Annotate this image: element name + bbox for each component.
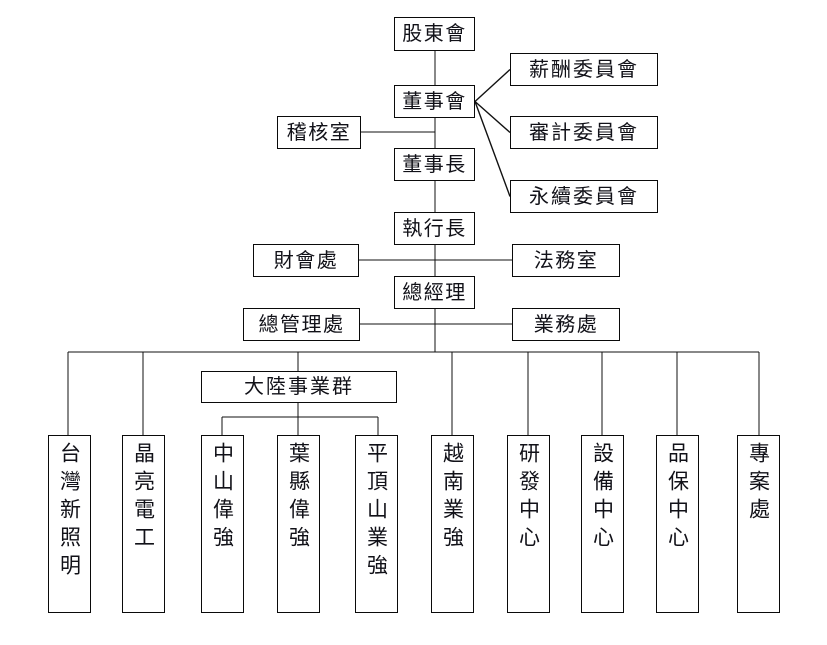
node-label: 財會處 — [273, 249, 339, 272]
node-ceo[interactable]: 執行長 — [394, 212, 475, 245]
leaf-node-yexian-weiqiang[interactable]: 葉縣偉強 — [277, 435, 320, 613]
node-label: 董事長 — [402, 153, 467, 176]
node-label: 審計委員會 — [529, 121, 639, 144]
node-finance-department[interactable]: 財會處 — [253, 244, 359, 277]
node-label: 法務室 — [533, 249, 599, 272]
node-sustainability-committee[interactable]: 永續委員會 — [510, 180, 658, 213]
node-label: 晶亮電工 — [131, 442, 156, 554]
leaf-node-equipment-center[interactable]: 設備中心 — [581, 435, 624, 613]
node-compensation-committee[interactable]: 薪酬委員會 — [510, 53, 658, 86]
leaf-node-rd-center[interactable]: 研發中心 — [507, 435, 550, 613]
node-sales-department[interactable]: 業務處 — [512, 308, 620, 341]
node-label: 研發中心 — [516, 442, 541, 554]
leaf-node-qa-center[interactable]: 品保中心 — [656, 435, 699, 613]
node-label: 董事會 — [402, 90, 467, 113]
node-audit-office[interactable]: 稽核室 — [277, 116, 361, 149]
node-board-of-directors[interactable]: 董事會 — [394, 85, 475, 118]
leaf-node-jingliang-electric[interactable]: 晶亮電工 — [122, 435, 165, 613]
node-label: 越南業強 — [440, 442, 465, 554]
leaf-node-zhongshan-weiqiang[interactable]: 中山偉強 — [201, 435, 244, 613]
node-audit-committee[interactable]: 審計委員會 — [510, 116, 658, 149]
node-chairman[interactable]: 董事長 — [394, 148, 475, 181]
node-label: 葉縣偉強 — [286, 442, 311, 554]
edge-board-to-audit-committee — [474, 100, 511, 134]
node-legal-office[interactable]: 法務室 — [512, 244, 620, 277]
node-shareholders-meeting[interactable]: 股東會 — [394, 17, 475, 51]
node-label: 平頂山業強 — [364, 442, 389, 582]
node-label: 永續委員會 — [529, 185, 639, 208]
node-label: 薪酬委員會 — [529, 58, 639, 81]
node-label: 設備中心 — [590, 442, 615, 554]
node-label: 台灣新照明 — [57, 442, 82, 582]
node-label: 品保中心 — [665, 442, 690, 554]
node-label: 中山偉強 — [210, 442, 235, 554]
edge-board-to-compensation-committee — [474, 68, 511, 103]
node-label: 總管理處 — [258, 313, 345, 336]
edge-board-to-sustainability-committee — [474, 101, 511, 197]
leaf-node-project-dept[interactable]: 專案處 — [737, 435, 780, 613]
leaf-node-taiwan-new-lighting[interactable]: 台灣新照明 — [48, 435, 91, 613]
node-china-business-group[interactable]: 大陸事業群 — [201, 371, 397, 403]
node-label: 專案處 — [746, 442, 771, 526]
node-label: 稽核室 — [286, 121, 352, 144]
node-label: 總經理 — [402, 281, 467, 304]
node-label: 業務處 — [533, 313, 599, 336]
node-general-administration[interactable]: 總管理處 — [243, 308, 360, 341]
leaf-node-vietnam-yeqiang[interactable]: 越南業強 — [431, 435, 474, 613]
node-label: 執行長 — [402, 217, 467, 240]
node-label: 大陸事業群 — [244, 376, 354, 398]
node-label: 股東會 — [402, 23, 467, 45]
node-president[interactable]: 總經理 — [394, 276, 475, 309]
leaf-node-pingdingshan-yeqiang[interactable]: 平頂山業強 — [355, 435, 398, 613]
